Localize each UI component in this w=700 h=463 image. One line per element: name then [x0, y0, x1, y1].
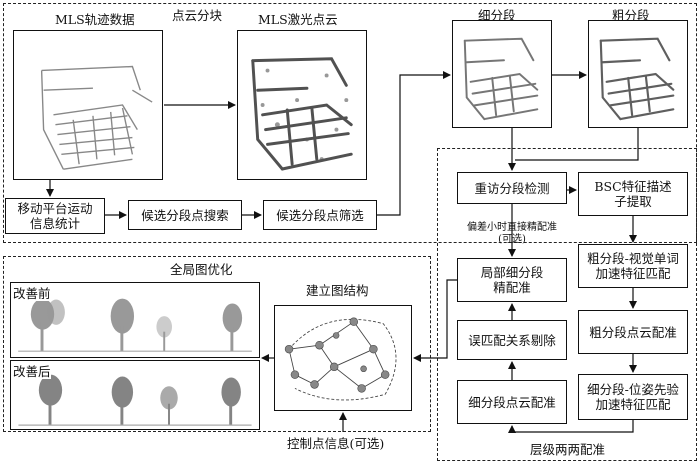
control-points-label: 控制点信息(可选) [287, 436, 385, 451]
candidate-search-text: 候选分段点搜索 [141, 207, 229, 223]
mls-trajectory-title: MLS轨迹数据 [55, 12, 135, 27]
mls-laser-title: MLS激光点云 [258, 12, 338, 27]
platform-motion-stats-box: 移动平台运动信息统计 [5, 198, 105, 234]
hierarchical-registration-title: 层级两两配准 [530, 442, 606, 457]
build-graph-title: 建立图结构 [306, 283, 369, 298]
coarse-registration-text: 粗分段点云配准 [589, 324, 677, 340]
fine-registration-box: 细分段点云配准 [457, 380, 567, 424]
top-region-frame [3, 3, 697, 243]
coarse-segment-image [588, 20, 688, 128]
local-fine-registration-box: 局部细分段精配准 [457, 258, 567, 302]
revisit-detection-box: 重访分段检测 [457, 172, 567, 204]
trees-after-icon [18, 374, 252, 426]
local-fine-registration-text: 局部细分段精配准 [480, 265, 544, 295]
fine-pose-prior-box: 细分段-位姿先验加速特征匹配 [578, 374, 688, 420]
coarse-segment-title: 粗分段 [612, 8, 650, 23]
fine-registration-text: 细分段点云配准 [468, 394, 556, 410]
fine-segment-title: 细分段 [478, 8, 516, 23]
coarse-registration-box: 粗分段点云配准 [578, 310, 688, 354]
mls-laser-pointcloud-image [237, 30, 367, 180]
platform-motion-stats-text: 移动平台运动信息统计 [17, 201, 93, 231]
coarse-segment-map-icon [599, 37, 675, 121]
graph-network-icon [284, 317, 397, 401]
trees-before-icon [18, 298, 252, 352]
graph-structure-image [274, 305, 412, 411]
coarse-visual-word-box: 粗分段-视觉单词加速特征匹配 [578, 244, 688, 288]
revisit-detection-text: 重访分段检测 [474, 180, 550, 196]
pointcloud-map-icon [251, 57, 353, 171]
candidate-search-box: 候选分段点搜索 [128, 200, 242, 230]
after-label: 改善后 [13, 364, 51, 379]
small-error-note-line1: 偏差小时直接精配准 [467, 222, 557, 233]
before-improvement-panel [10, 282, 260, 358]
mismatch-removal-text: 误匹配关系剔除 [468, 332, 556, 348]
before-label: 改善前 [13, 286, 51, 301]
pointcloud-partition-title: 点云分块 [172, 8, 223, 23]
fine-segment-map-icon [463, 37, 539, 121]
trajectory-map-icon [40, 65, 153, 170]
mismatch-removal-box: 误匹配关系剔除 [457, 320, 567, 360]
fine-pose-prior-text: 细分段-位姿先验加速特征匹配 [587, 382, 679, 412]
bsc-feature-box: BSC特征描述子提取 [578, 172, 688, 216]
candidate-filter-text: 候选分段点筛选 [276, 207, 364, 223]
small-error-note: 偏差小时直接精配准 (可选) [462, 222, 562, 246]
mls-trajectory-image [13, 30, 163, 180]
coarse-visual-word-text: 粗分段-视觉单词加速特征匹配 [587, 251, 679, 281]
candidate-filter-box: 候选分段点筛选 [263, 200, 377, 230]
global-optimization-title: 全局图优化 [170, 262, 233, 277]
after-improvement-panel [10, 360, 260, 430]
fine-segment-image [452, 20, 552, 128]
bsc-feature-text: BSC特征描述子提取 [594, 179, 672, 209]
small-error-note-line2: (可选) [498, 234, 526, 245]
